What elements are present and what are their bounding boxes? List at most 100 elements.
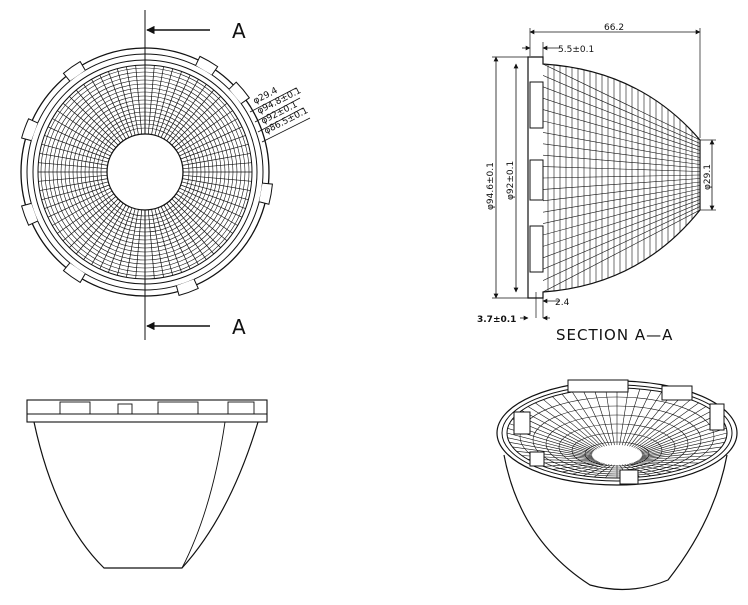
facet-spoke — [160, 74, 191, 138]
facet-spoke — [147, 65, 155, 135]
facet-spoke — [151, 66, 164, 135]
section-tab-3 — [529, 225, 544, 273]
facet-spoke — [180, 184, 246, 209]
bowl-spoke — [633, 399, 691, 448]
bowl-spoke — [639, 414, 718, 452]
section-grid-ray — [543, 154, 700, 169]
facet-spoke — [154, 208, 174, 276]
center-aperture — [106, 133, 184, 211]
facet-spoke — [52, 118, 113, 154]
section-grid-ray — [543, 75, 700, 144]
facet-spoke — [181, 181, 249, 201]
facet-spoke — [62, 196, 117, 242]
bowl-spoke — [512, 446, 594, 459]
facet-spoke — [116, 208, 136, 276]
dim-leader-1 — [249, 87, 297, 113]
bowl-ring — [558, 423, 676, 471]
persp-tab — [529, 451, 545, 467]
section-grid-ray — [543, 188, 700, 224]
side-cone-seam — [181, 421, 226, 569]
facet-spoke — [157, 207, 182, 273]
persp-tab — [661, 385, 693, 401]
bowl-spoke — [635, 461, 699, 464]
bowl-spoke — [627, 463, 662, 475]
persp-tab — [709, 403, 725, 431]
facet-ring — [44, 71, 246, 273]
bowl-spoke — [626, 391, 662, 447]
facet-spoke — [182, 162, 252, 170]
facet-spoke — [99, 206, 130, 270]
bowl-spoke — [641, 432, 727, 456]
bowl-ring — [545, 414, 689, 473]
bowl-spoke — [543, 399, 601, 448]
facet-spoke — [173, 196, 228, 242]
dim-exit-dia: φ29.1 — [703, 164, 713, 190]
bowl-spoke — [582, 464, 610, 477]
section-grid-ray — [543, 199, 700, 259]
facet-spoke — [160, 206, 191, 270]
bowl-spoke — [640, 446, 722, 459]
bowl-ring — [532, 405, 702, 475]
facet-outer-edge — [37, 64, 253, 280]
side-tab-4 — [227, 401, 255, 415]
dim-inner-dia: φ92±0.1 — [506, 161, 516, 200]
side-tab-1 — [59, 401, 91, 415]
mounting-tab — [195, 55, 219, 76]
persp-tab — [567, 379, 629, 393]
facet-spoke — [166, 84, 207, 142]
facet-spoke — [44, 135, 110, 160]
section-letter-bottom: A — [232, 315, 246, 339]
persp-tabs — [513, 379, 725, 485]
facet-spoke — [175, 110, 233, 151]
dim-lip: 3.7±0.1 — [477, 315, 516, 325]
facet-spoke — [91, 204, 127, 265]
bowl-spoke — [535, 402, 599, 449]
bowl-spoke — [605, 388, 615, 446]
bowl-spoke — [640, 418, 722, 453]
mounting-tab — [20, 202, 38, 226]
bowl-spoke — [521, 410, 596, 451]
facet-spoke — [41, 143, 109, 163]
bowl-spoke — [561, 463, 605, 473]
facet-spoke — [44, 184, 110, 209]
facet-spoke — [182, 153, 251, 166]
bowl-spoke — [639, 451, 718, 460]
bowl-spoke — [619, 388, 629, 446]
facet-ring — [48, 75, 242, 269]
section-view: 66.2 5.5±0.1 φ94.6±0.1 φ92±0.1 φ29.1 2.4… — [477, 23, 716, 344]
section-grid-ray — [543, 166, 700, 172]
section-grid-ray — [543, 209, 700, 292]
side-flange — [26, 399, 268, 423]
facet-spoke — [169, 89, 215, 144]
facet-ring — [92, 119, 198, 225]
side-tab-3 — [157, 401, 199, 415]
facet-spoke — [179, 187, 243, 218]
bowl-spoke — [509, 442, 593, 458]
dim-wall: 2.4 — [555, 298, 570, 308]
mounting-tabs — [20, 55, 273, 297]
bowl-spoke — [638, 455, 713, 461]
facet-spoke — [38, 162, 108, 170]
section-grid-ray — [543, 174, 700, 179]
outer-rim-ring — [26, 53, 264, 291]
facet-spoke — [69, 198, 119, 248]
facet-spoke — [62, 102, 117, 148]
section-tab-2 — [529, 159, 544, 201]
section-grid-ray — [543, 178, 700, 190]
facet-spoke — [83, 202, 124, 260]
bowl-spoke — [507, 437, 593, 457]
facet-ring — [56, 83, 234, 261]
bowl-spoke — [543, 462, 601, 467]
bowl-spoke — [633, 462, 691, 467]
bowl-spoke — [561, 393, 605, 447]
section-grid-ray — [543, 132, 700, 162]
facet-spoke — [38, 174, 108, 182]
facet-ring — [60, 87, 230, 257]
bowl-spoke — [516, 451, 595, 460]
facet-spoke — [177, 118, 238, 154]
section-grid-ray — [543, 143, 700, 165]
facet-spoke — [52, 190, 113, 226]
facet-ring — [76, 103, 214, 241]
front-view: A A φ29.4 φ94.8±0.1 φ92±0.1 φ86.5±0.1 — [20, 10, 311, 340]
facet-spoke — [91, 79, 127, 140]
